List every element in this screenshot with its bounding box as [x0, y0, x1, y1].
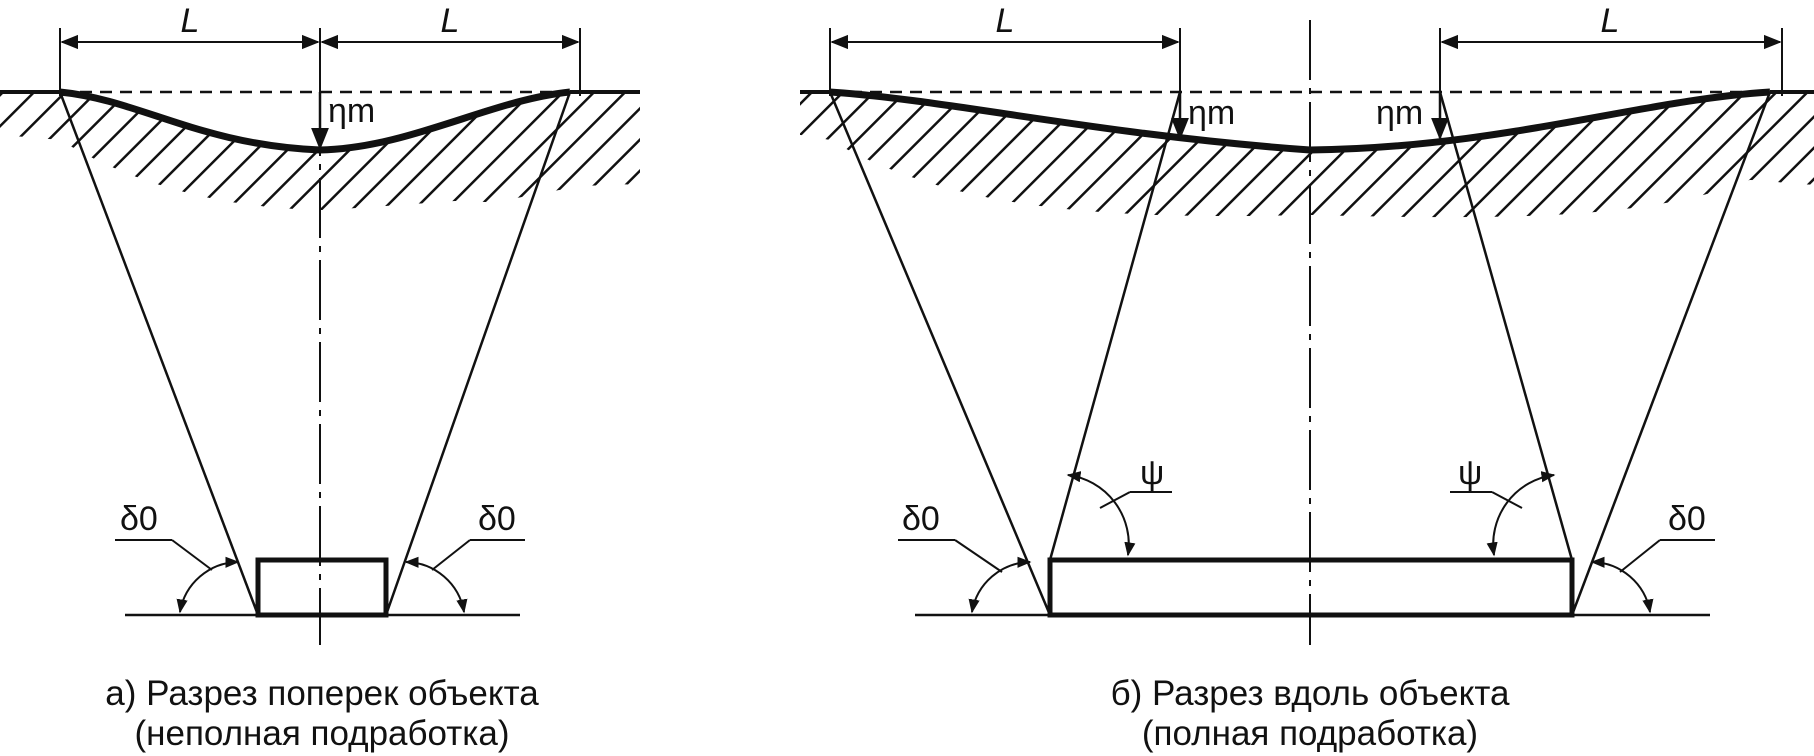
subsidence-label-a: ηm [328, 92, 375, 130]
dimension-label-right-a: L [441, 2, 460, 40]
angle-label-left-a: δ0 [120, 500, 158, 538]
dimension-label-left-b: L [996, 2, 1015, 40]
caption-b-line2: (полная подработка) [1142, 714, 1478, 753]
angle-arc-right-a [404, 556, 468, 614]
dimension-label-right-b: L [1601, 2, 1620, 40]
angle-label-right-b: δ0 [1668, 500, 1706, 538]
caption-a-line2: (неполная подработка) [135, 714, 510, 753]
subsidence-label-left-b: ηm [1188, 94, 1235, 132]
psi-arc-left-b [1066, 471, 1136, 557]
caption-b-line1: б) Разрез вдоль объекта [1111, 674, 1510, 713]
caption-a-line1: а) Разрез поперек объекта [105, 674, 539, 713]
angle-label-left-b: δ0 [902, 500, 940, 538]
influence-line-right-a [384, 91, 572, 616]
subsidence-label-right-b: ηm [1376, 94, 1423, 132]
influence-line-outer-right-b [1570, 91, 1772, 616]
dimension-label-left-a: L [181, 2, 200, 40]
excavation-b [1047, 557, 1575, 618]
angle-arc-left-b [968, 556, 1032, 614]
psi-arc-right-b [1486, 471, 1556, 557]
psi-label-left-b: ψ [1140, 454, 1164, 492]
influence-line-outer-left-b [828, 91, 1052, 616]
influence-line-left-a [58, 91, 260, 616]
angle-arc-right-b [1590, 556, 1654, 614]
angle-label-right-a: δ0 [478, 500, 516, 538]
panel-a: L L ηm δ0 δ0 а) Разрез поперек объекта (… [0, 2, 640, 753]
excavation-a [255, 557, 389, 618]
psi-label-right-b: ψ [1458, 454, 1482, 492]
angle-arc-left-a [176, 556, 240, 614]
panel-b: L L ηm ηm δ0 δ0 ψ ψ [800, 2, 1814, 753]
